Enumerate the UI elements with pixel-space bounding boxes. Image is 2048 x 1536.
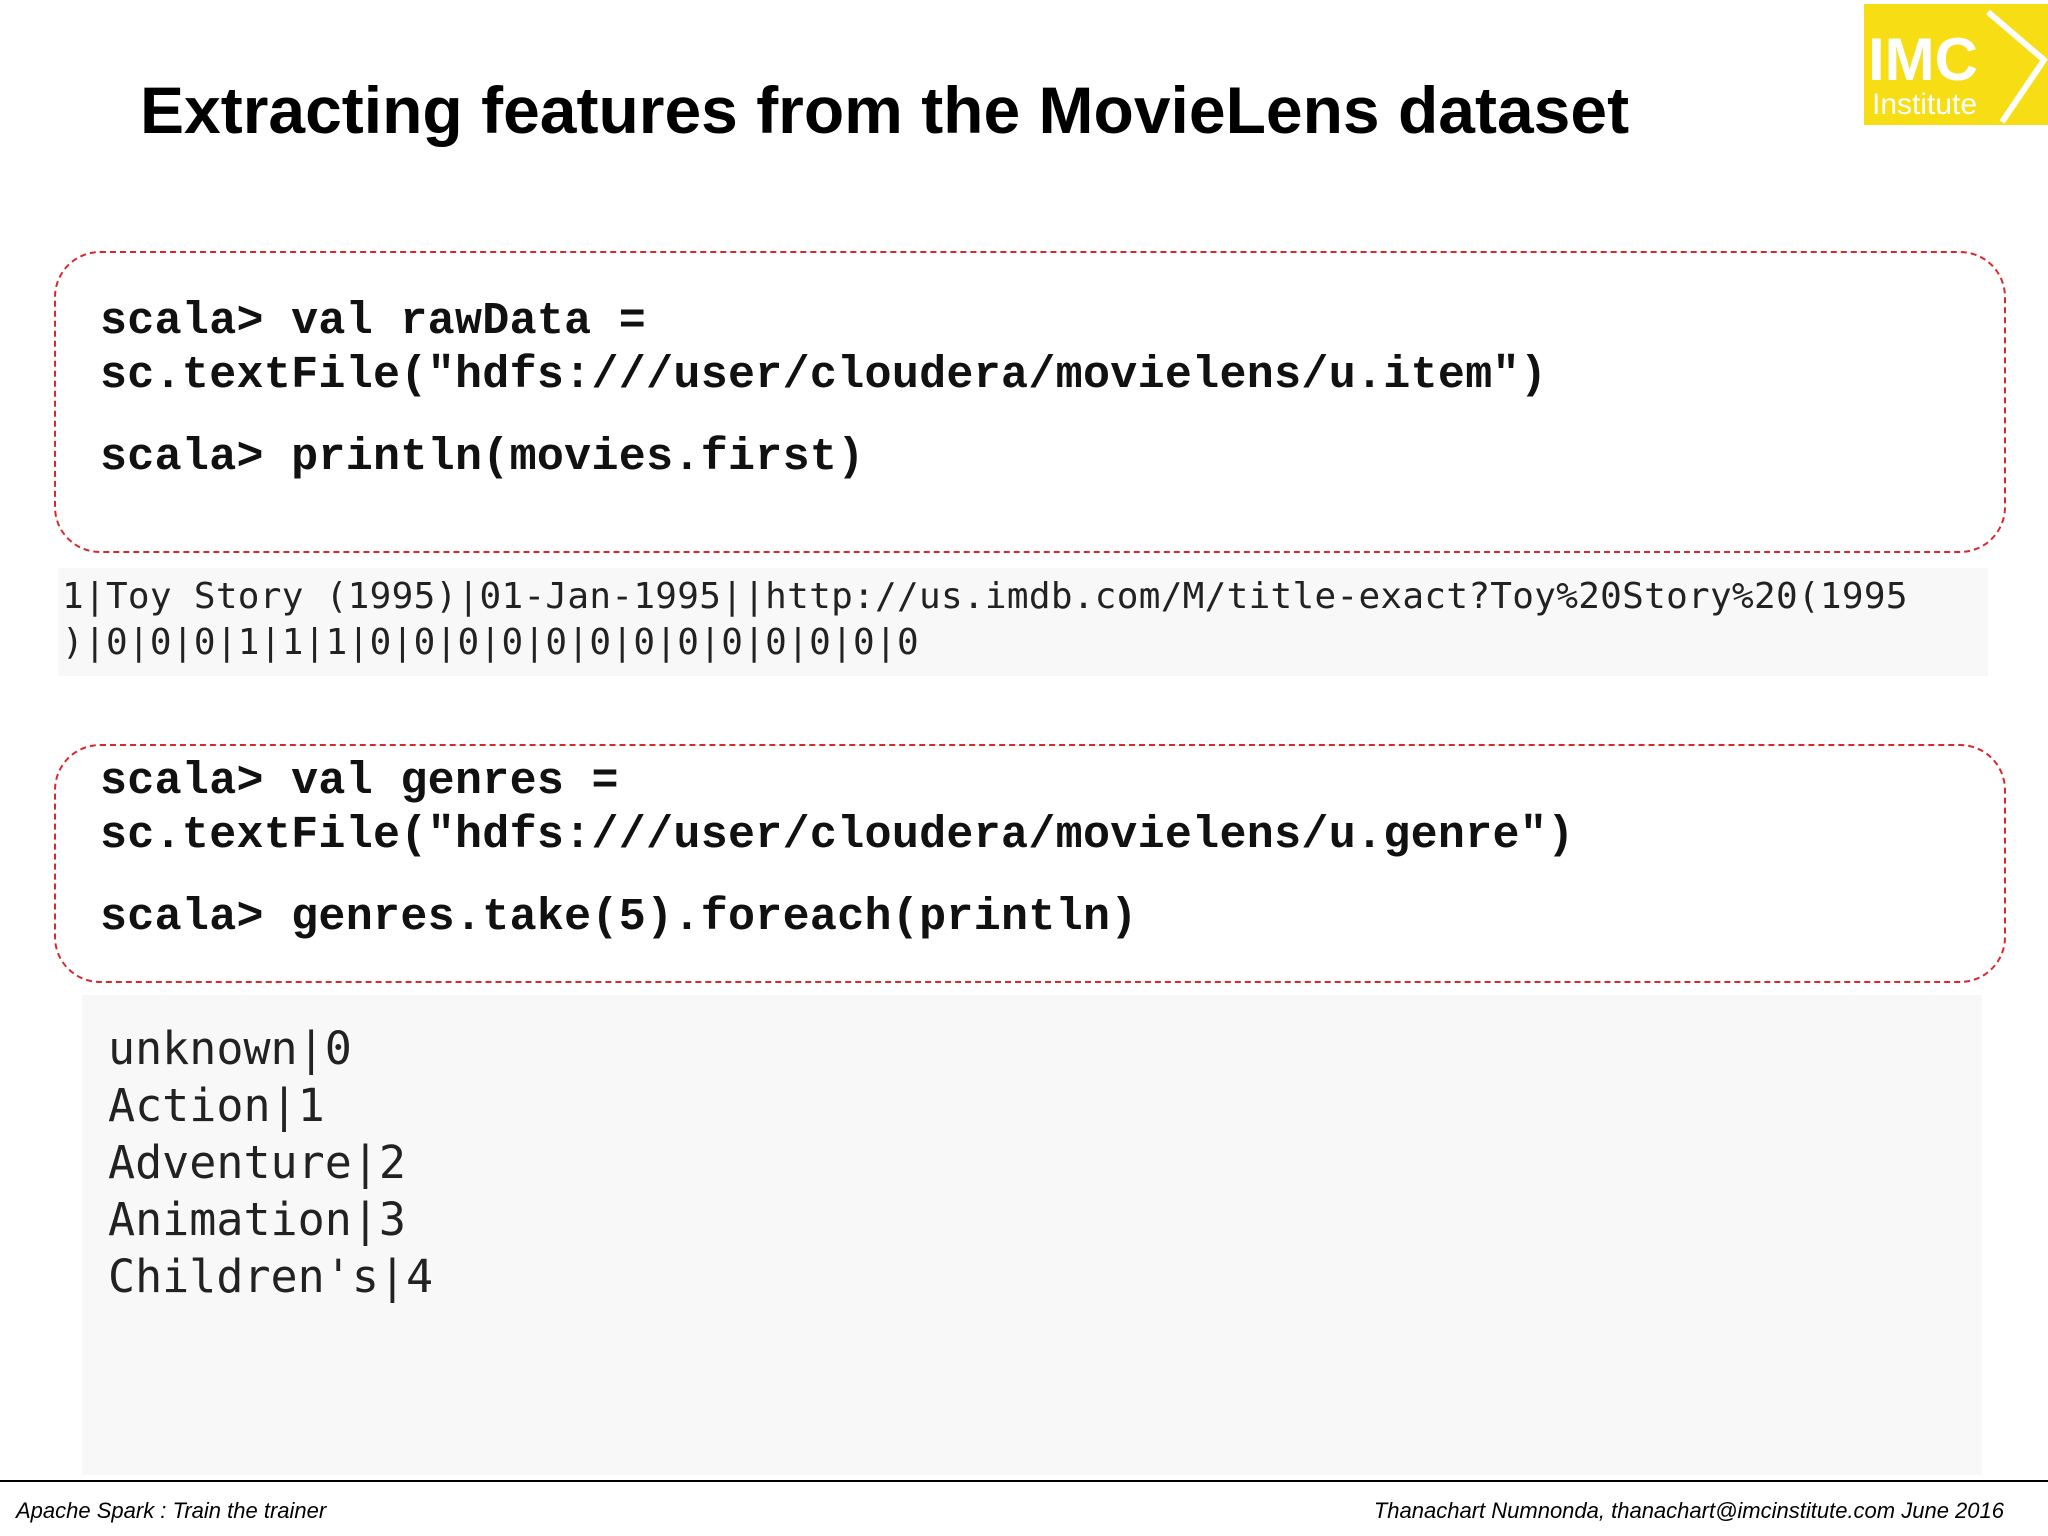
footer-divider: [0, 1480, 2048, 1482]
item-output-panel: [58, 568, 1988, 676]
code-line-println-first: scala> println(movies.first): [100, 432, 865, 483]
logo-text-imc: IMC: [1868, 26, 1978, 93]
genre-output-line: Adventure|2: [108, 1136, 407, 1189]
code-line-genres-foreach: scala> genres.take(5).foreach(println): [100, 892, 1138, 943]
code-block-raw-data: [54, 251, 2006, 553]
code-line-raw-data-textfile: sc.textFile("hdfs:///user/cloudera/movie…: [100, 350, 1548, 401]
code-line-raw-data-val: scala> val rawData =: [100, 296, 647, 347]
code-line-genres-textfile: sc.textFile("hdfs:///user/cloudera/movie…: [100, 810, 1575, 861]
genre-output-line: unknown|0: [108, 1022, 352, 1075]
logo-chevron-icon: [1986, 9, 2048, 124]
item-output-line: 1|Toy Story (1995)|01-Jan-1995||http://u…: [62, 576, 1908, 617]
code-block-genres: [54, 744, 2006, 983]
genre-output-line: Animation|3: [108, 1193, 407, 1246]
logo-text-institute: Institute: [1872, 88, 1977, 121]
imc-logo-graphic: IMC Institute: [1868, 9, 2048, 124]
imc-institute-logo: IMC Institute: [1864, 4, 2048, 125]
genre-output-line: Children's|4: [108, 1250, 434, 1303]
genre-output-panel: [82, 995, 1982, 1475]
footer-author-info: Thanachart Numnonda, thanachart@imcinsti…: [1373, 1498, 2004, 1523]
genre-output-line: Action|1: [108, 1079, 325, 1132]
code-line-genres-val: scala> val genres =: [100, 756, 619, 807]
footer-course-title: Apache Spark : Train the trainer: [16, 1498, 327, 1523]
item-output-line: )|0|0|0|1|1|1|0|0|0|0|0|0|0|0|0|0|0|0|0: [62, 622, 919, 663]
slide-title: Extracting features from the MovieLens d…: [140, 73, 1630, 147]
